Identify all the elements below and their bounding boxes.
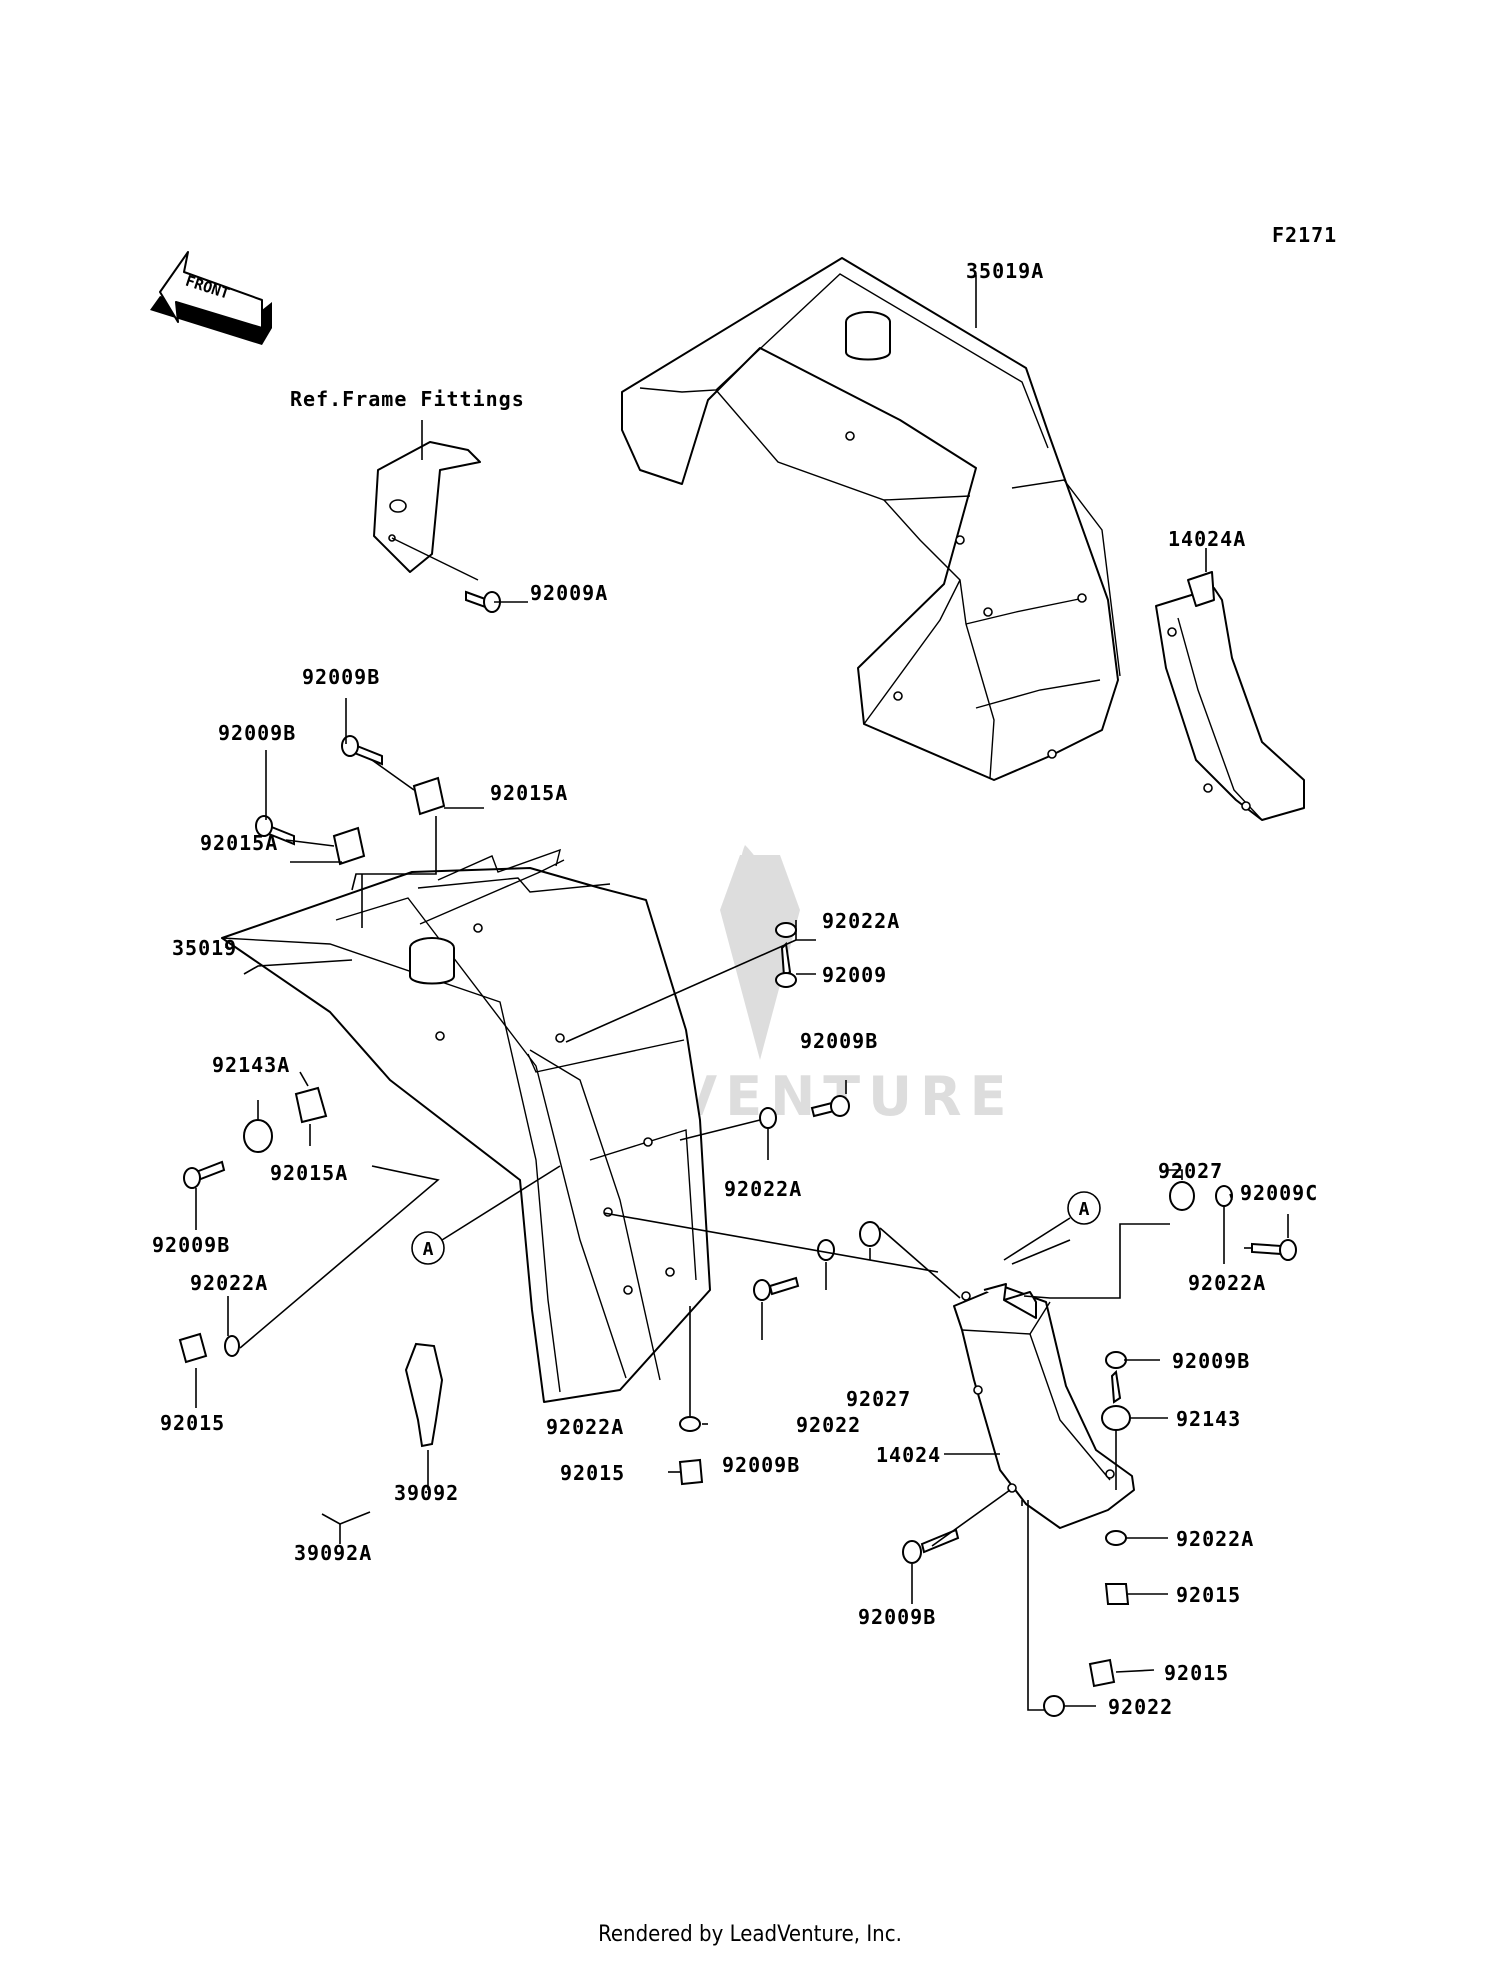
footer-credit: Rendered by LeadVenture, Inc. [598,1922,902,1947]
label-92015a-2: 92015A [200,831,278,855]
label-14024: 14024 [876,1443,941,1467]
label-92022a-4: 92022A [1188,1271,1266,1295]
bolt-92009a [465,590,501,613]
label-92009b-1: 92009B [302,665,380,689]
label-39092: 39092 [394,1481,459,1505]
label-92009a: 92009A [530,581,608,605]
reference-marker-a-right: A [1003,1191,1101,1261]
svg-text:A: A [423,1239,434,1260]
label-92022a-5: 92022A [1176,1527,1254,1551]
fender-35019 [221,848,711,1403]
label-92009: 92009 [822,963,887,987]
label-92022-2: 92022 [1108,1695,1173,1719]
bracket-14024a [1155,571,1305,821]
front-arrow-icon: FRONT [150,251,272,345]
label-39092a: 39092A [294,1541,372,1565]
label-92022a-1: 92022A [822,909,900,933]
label-92143a: 92143A [212,1053,290,1077]
figure-code: F2171 [1272,223,1337,247]
label-92009c: 92009C [1240,1181,1318,1205]
label-92015-3: 92015 [560,1461,625,1485]
label-92027-1: 92027 [1158,1159,1223,1183]
label-92015-1: 92015 [160,1411,225,1435]
label-92143: 92143 [1176,1407,1241,1431]
leader-lines [195,275,1289,1711]
label-35019: 35019 [172,936,237,960]
label-92009b-6: 92009B [858,1605,936,1629]
part-labels: 35019A 14024A Ref.Frame Fittings 92009A … [152,259,1318,1719]
label-92009b-5: 92009B [1172,1349,1250,1373]
label-92015-4: 92015 [1164,1661,1229,1685]
label-92022a-2: 92022A [724,1177,802,1201]
label-92009b-3: 92009B [800,1029,878,1053]
label-92022a-6: 92022A [546,1415,624,1439]
label-14024a: 14024A [1168,527,1246,551]
fender-35019a [621,257,1121,781]
label-92027-2: 92027 [846,1387,911,1411]
label-92015a-1: 92015A [490,781,568,805]
label-92009b-2: 92009B [218,721,296,745]
ref-frame-fittings-label: Ref.Frame Fittings [290,387,525,411]
label-92015-2: 92015 [1176,1583,1241,1607]
label-92015a-3: 92015A [270,1161,348,1185]
bracket-14024 [953,1283,1135,1529]
label-92022a-3: 92022A [190,1271,268,1295]
label-35019a: 35019A [966,259,1044,283]
label-92009b-4: 92009B [152,1233,230,1257]
label-92022-1: 92022 [796,1413,861,1437]
frame-fitting-bracket [373,441,481,581]
svg-text:A: A [1079,1199,1090,1220]
label-92009b-7: 92009B [722,1453,800,1477]
reference-marker-a-left: A [411,1165,561,1265]
